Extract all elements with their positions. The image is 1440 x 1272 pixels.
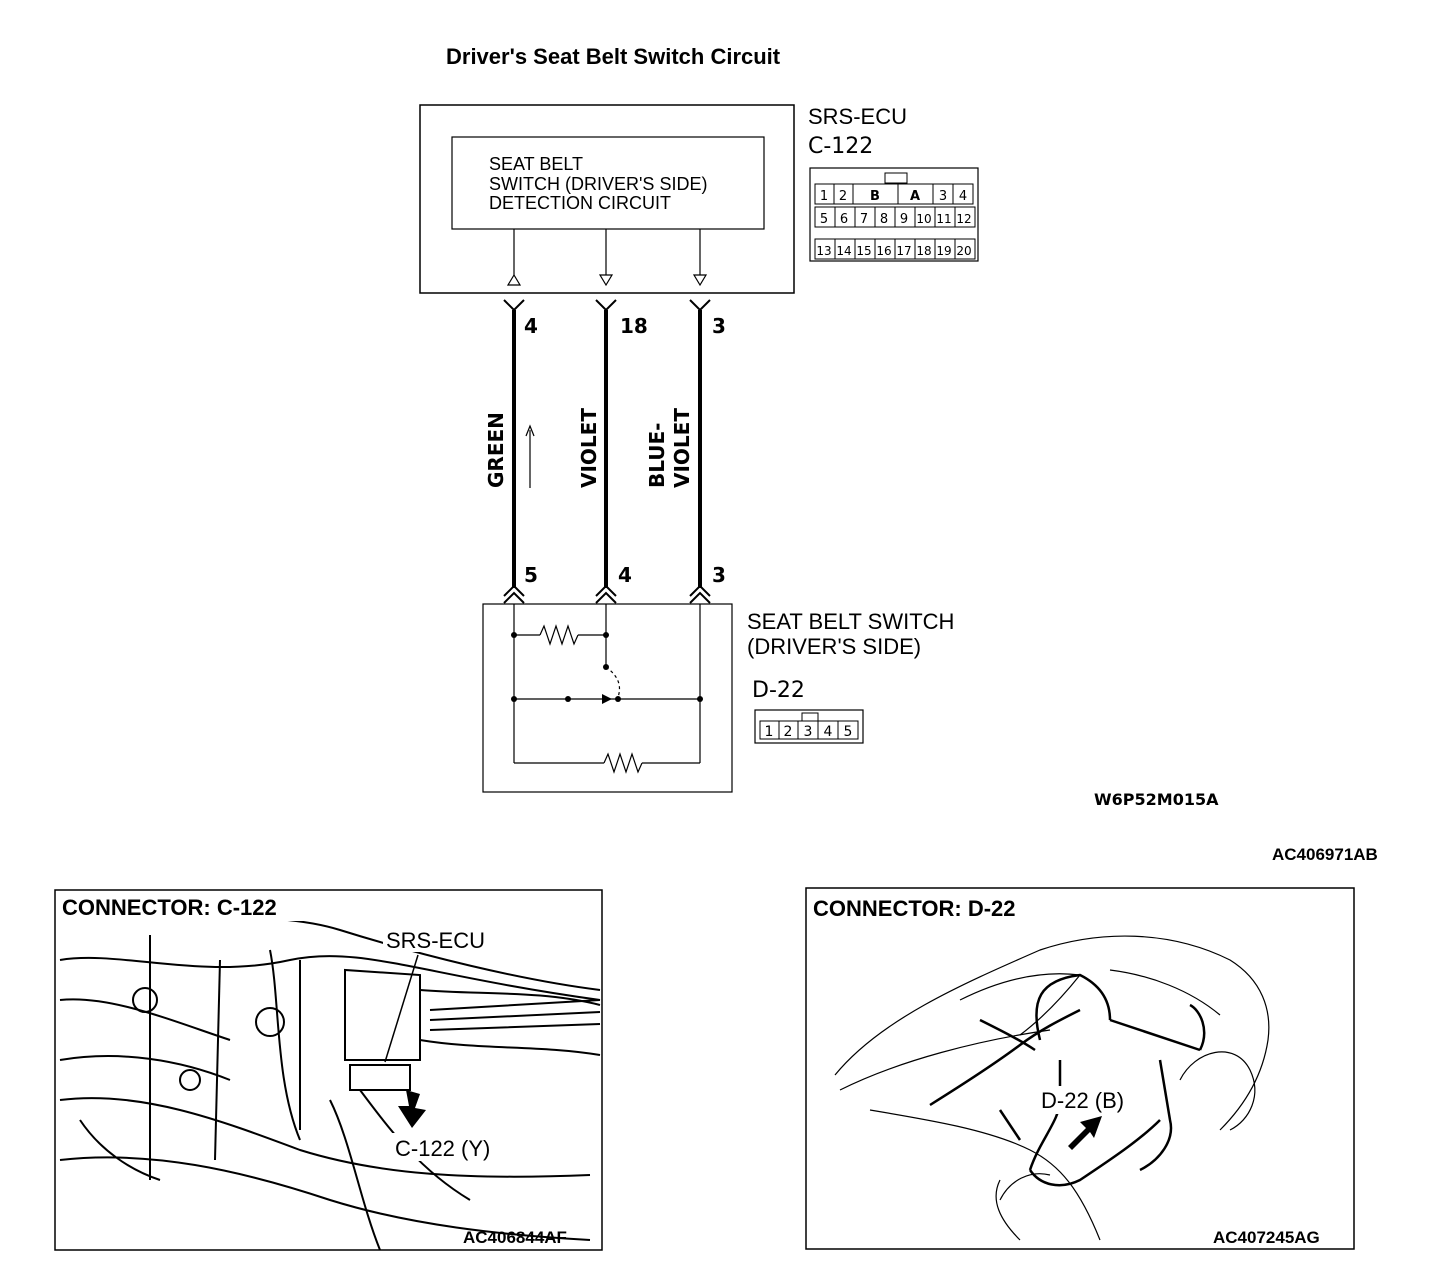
c122-pin: 20 [956, 244, 971, 258]
connector-c122-location-panel [54, 889, 603, 1251]
panel-left-code: AC406844AF [463, 1228, 567, 1247]
d22-connector-face: 1 2 3 4 5 [754, 709, 864, 744]
c122-connector-face: 1 2 B A 3 4 5 6 7 8 9 10 11 12 13 14 15 … [809, 167, 979, 262]
resistor-symbol [539, 624, 579, 646]
wire-color-label: VIOLET [670, 408, 694, 488]
c122-pin: 6 [840, 212, 848, 227]
panel-left-connector-label: C-122 (Y) [395, 1136, 490, 1161]
switch-name-line-2: (DRIVER'S SIDE) [747, 634, 921, 659]
c122-pin: 7 [860, 212, 868, 227]
d22-pin: 3 [804, 724, 813, 740]
figure-code: AC406971AB [1272, 845, 1378, 864]
connector-cell [954, 206, 976, 228]
c122-pin: 17 [896, 244, 911, 258]
switch-contact [605, 666, 621, 698]
location-arrow [398, 1090, 426, 1128]
ecu-name: SRS-ECU [808, 104, 907, 129]
c122-pin: 16 [876, 244, 891, 258]
panel-right-heading: CONNECTOR: D-22 [813, 896, 1016, 921]
c122-pin: B [870, 189, 880, 204]
d22-pin: 2 [784, 724, 793, 740]
d22-pin: 1 [765, 724, 774, 740]
ecu-connector-id: C-122 [808, 134, 873, 159]
location-arrow [1068, 1116, 1102, 1150]
circuit-line-3: DETECTION CIRCUIT [489, 193, 671, 213]
terminal-marker [506, 273, 522, 286]
dashboard-drawing [59, 899, 601, 1251]
c122-pin: 8 [880, 212, 888, 227]
wire-color-label: GREEN [484, 412, 508, 488]
diagram-code: W6P52M015A [1094, 790, 1219, 809]
c122-pin: 3 [939, 189, 947, 204]
d22-pin: 4 [824, 724, 833, 740]
c122-pin: 9 [900, 212, 908, 227]
switch-pin-label: 5 [524, 563, 538, 587]
terminal-marker [598, 274, 614, 287]
panel-right-code: AC407245AG [1213, 1228, 1320, 1247]
resistor-symbol [603, 752, 643, 774]
wire-harness [503, 299, 711, 604]
c122-pin: 12 [956, 212, 971, 226]
car-body-outline [834, 935, 1270, 1241]
ecu-pin-label: 18 [620, 314, 648, 338]
c122-pin: 13 [816, 244, 831, 258]
wire-color-label: BLUE- [645, 423, 669, 488]
c122-pin: 19 [936, 244, 951, 258]
connector-d22-location-panel [805, 887, 1355, 1250]
d22-pin: 5 [844, 724, 853, 740]
diagram-title: Driver's Seat Belt Switch Circuit [446, 44, 781, 69]
ecu-pin-label: 4 [524, 314, 538, 338]
c122-pin: 10 [916, 212, 931, 226]
c122-pin: 14 [836, 244, 851, 258]
circuit-line-2: SWITCH (DRIVER'S SIDE) [489, 174, 707, 194]
c122-pin: A [910, 189, 920, 204]
c122-pin: 11 [936, 212, 951, 226]
switch-connector-id: D-22 [752, 678, 805, 703]
terminal-marker [692, 274, 708, 287]
switch-name-line-1: SEAT BELT SWITCH [747, 609, 954, 634]
switch-pin-label: 3 [712, 563, 726, 587]
c122-pin: 15 [856, 244, 871, 258]
wire-harness-drawing [929, 973, 1206, 1187]
panel-left-heading: CONNECTOR: C-122 [62, 895, 277, 920]
c122-pin: 4 [959, 189, 967, 204]
wire-color-label: VIOLET [577, 408, 601, 488]
c122-pin: 2 [839, 189, 847, 204]
srs-ecu-block: SEAT BELT SWITCH (DRIVER'S SIDE) DETECTI… [419, 104, 795, 294]
panel-right-connector-label: D-22 (B) [1041, 1088, 1124, 1113]
connector-cell [954, 238, 976, 260]
c122-pin: 1 [820, 189, 828, 204]
switch-pin-label: 4 [618, 563, 632, 587]
ecu-pin-label: 3 [712, 314, 726, 338]
seat-belt-switch-block [482, 603, 733, 793]
circuit-line-1: SEAT BELT [489, 154, 583, 174]
panel-left-component-label: SRS-ECU [386, 928, 485, 953]
c122-pin: 5 [820, 212, 828, 227]
c122-pin: 18 [916, 244, 931, 258]
